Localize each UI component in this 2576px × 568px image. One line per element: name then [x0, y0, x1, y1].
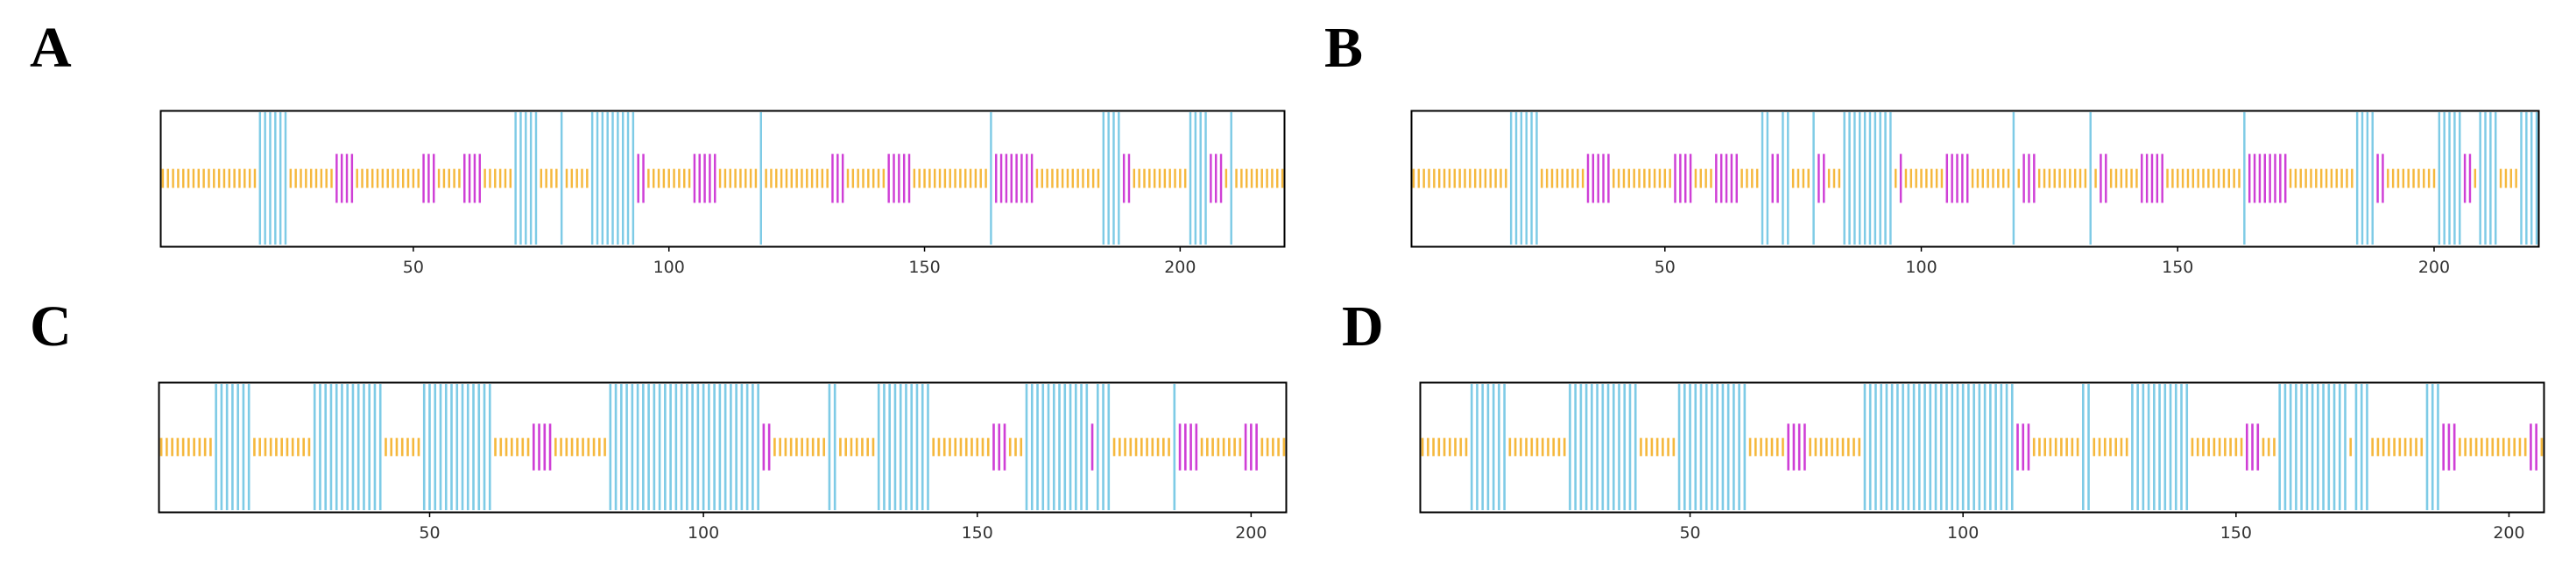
tick-label: 200 — [2418, 258, 2450, 277]
tick-label: 200 — [1235, 523, 1267, 543]
x-axis-ticks: 50 100 150 200 — [403, 246, 1196, 277]
track-frame — [159, 110, 1286, 248]
tick-label: 100 — [1947, 523, 1979, 543]
tick-label: 100 — [688, 523, 719, 543]
track-frame — [158, 381, 1288, 514]
tick-label: 50 — [1655, 258, 1676, 277]
track-marks — [1412, 112, 2538, 245]
tick-label: 100 — [1905, 258, 1937, 277]
tick-label: 200 — [2493, 523, 2524, 543]
track-marks — [1421, 384, 2544, 510]
tick-label: 200 — [1164, 258, 1196, 277]
panel-label-a: A — [30, 16, 72, 80]
panel-label-b: B — [1324, 16, 1364, 80]
panel-label-d: D — [1342, 295, 1384, 359]
x-axis-ticks: 50 100 150 200 — [419, 512, 1267, 543]
track-panel-a: 50 100 150 200 — [159, 110, 1286, 277]
track-panel-d: 50 100 150 200 — [1419, 381, 2545, 543]
tick-label: 150 — [2162, 258, 2193, 277]
panel-label-c: C — [30, 295, 72, 359]
tick-label: 50 — [419, 523, 440, 543]
track-panel-b: 50 100 150 200 — [1410, 110, 2540, 277]
tick-label: 100 — [653, 258, 685, 277]
tick-label: 50 — [1679, 523, 1700, 543]
tick-label: 50 — [403, 258, 424, 277]
x-axis-ticks: 50 100 150 200 — [1655, 246, 2450, 277]
tick-label: 150 — [2220, 523, 2252, 543]
track-marks — [159, 384, 1286, 510]
track-marks — [161, 112, 1284, 245]
x-axis-ticks: 50 100 150 200 — [1679, 512, 2525, 543]
track-panel-c: 50 100 150 200 — [158, 381, 1288, 543]
track-frame — [1419, 381, 2545, 514]
track-frame — [1410, 110, 2540, 248]
tick-label: 150 — [962, 523, 993, 543]
tick-label: 150 — [908, 258, 940, 277]
